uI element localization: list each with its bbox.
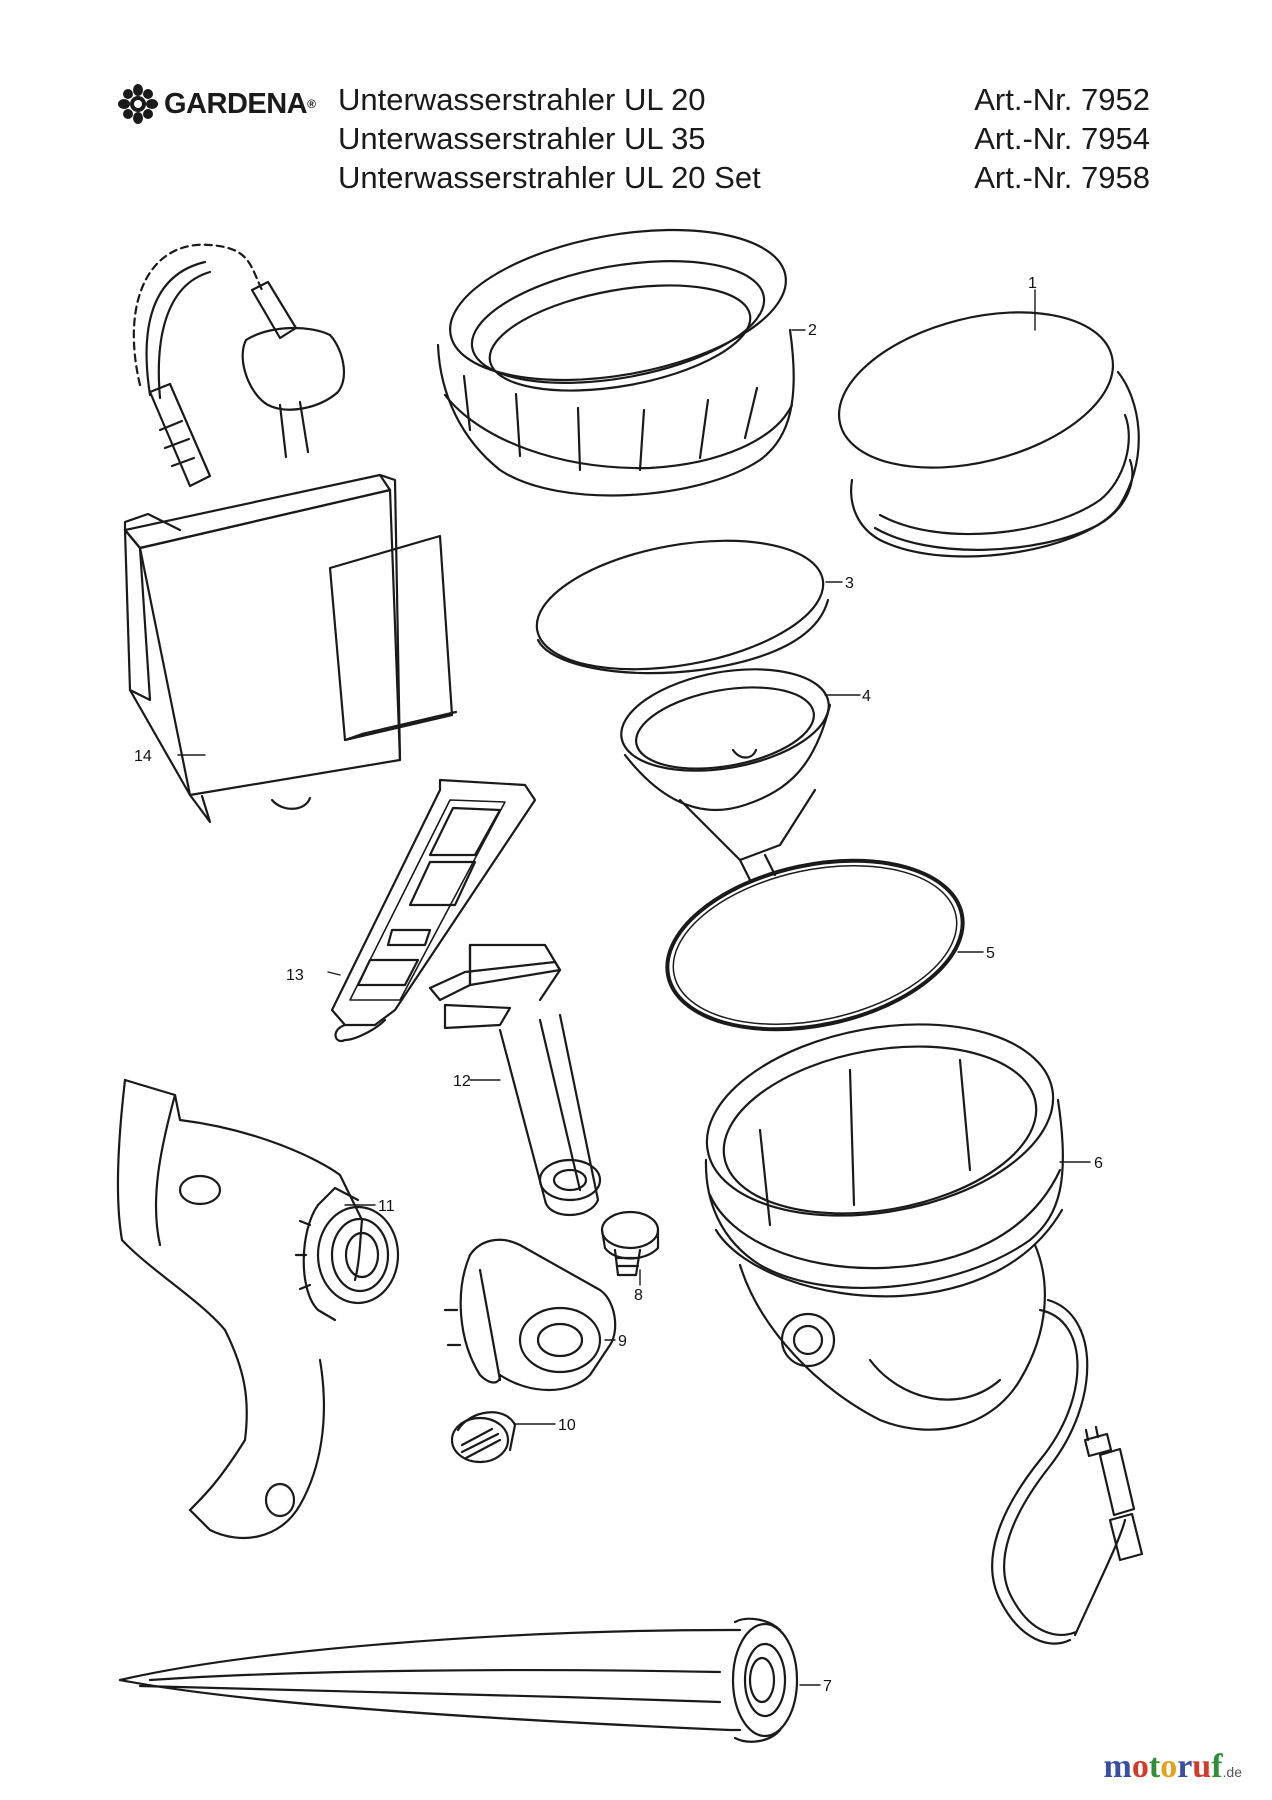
part-2-clamping-ring <box>436 228 795 497</box>
gardena-logo: GARDENA® <box>118 84 316 124</box>
article-number: Art.-Nr. 7954 <box>974 121 1150 156</box>
callout-leaders <box>177 289 1091 1686</box>
product-title: Unterwasserstrahler UL 20 <box>338 82 706 117</box>
part-label-14: 14 <box>134 748 152 765</box>
watermark-logo: motoruf <box>1103 1748 1223 1785</box>
part-8-screw <box>600 1210 660 1277</box>
part-label-2: 2 <box>808 322 817 339</box>
part-3-gasket-disc <box>535 539 830 675</box>
article-number: Art.-Nr. 7958 <box>974 160 1150 195</box>
part-4-reflector-lamp <box>620 668 832 882</box>
brand-name: GARDENA <box>164 87 308 120</box>
flower-logo-icon <box>118 84 158 124</box>
part-label-5: 5 <box>986 945 995 962</box>
part-6-housing <box>704 1023 1144 1645</box>
part-14-transformer <box>123 243 458 824</box>
part-label-10: 10 <box>558 1417 576 1434</box>
part-label-11: 11 <box>378 1198 395 1215</box>
part-label-7: 7 <box>823 1678 832 1695</box>
part-11-mounting-arm <box>116 1078 400 1540</box>
part-12-holder <box>428 943 602 1217</box>
part-label-12: 12 <box>453 1073 471 1090</box>
part-label-9: 9 <box>618 1333 627 1350</box>
product-title: Unterwasserstrahler UL 35 <box>338 121 706 156</box>
part-label-13: 13 <box>286 967 304 984</box>
part-label-8: 8 <box>634 1287 643 1304</box>
part-label-3: 3 <box>845 575 854 592</box>
brand-mark: ® <box>307 97 316 111</box>
callout-labels: 1 2 3 4 5 6 7 8 9 10 11 12 13 14 <box>134 275 1103 1695</box>
title-list: Unterwasserstrahler UL 20 Unterwasserstr… <box>338 80 761 197</box>
part-13-bracket <box>330 778 537 1043</box>
part-9-joint <box>443 1238 617 1391</box>
header: GARDENA® Unterwasserstrahler UL 20 Unter… <box>0 0 1272 200</box>
part-label-4: 4 <box>862 688 871 705</box>
part-label-6: 6 <box>1094 1155 1103 1172</box>
watermark-suffix: .de <box>1222 1764 1242 1780</box>
article-number: Art.-Nr. 7952 <box>974 82 1150 117</box>
part-label-1: 1 <box>1028 275 1037 292</box>
part-7-ground-spike <box>118 1617 799 1743</box>
watermark: motoruf.de <box>1104 1748 1242 1786</box>
article-number-list: Art.-Nr. 7952 Art.-Nr. 7954 Art.-Nr. 795… <box>974 80 1150 197</box>
product-title: Unterwasserstrahler UL 20 Set <box>338 160 761 195</box>
part-1-lens <box>837 311 1140 558</box>
part-10-cap <box>450 1411 517 1464</box>
part-5-o-ring <box>665 858 965 1032</box>
